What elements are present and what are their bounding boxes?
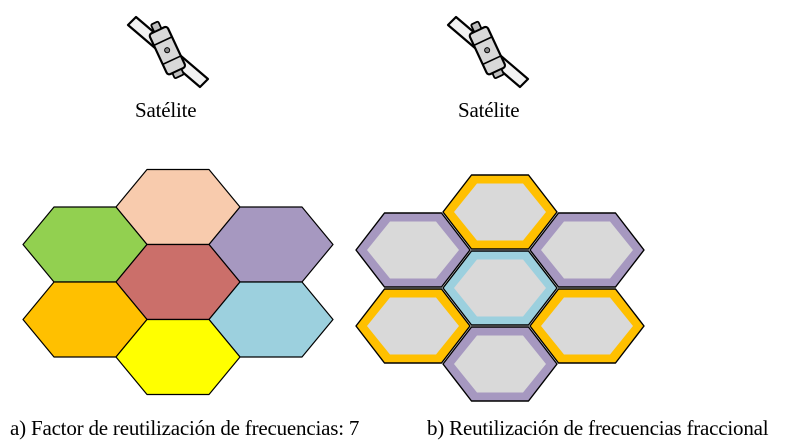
cell-center: [442, 250, 558, 326]
cell-top: [442, 174, 558, 250]
cell-inner: [367, 221, 459, 279]
satellite-label: Satélite: [135, 98, 197, 122]
fractional-reuse-cluster: [355, 174, 645, 402]
satellite-b: [446, 15, 530, 89]
cell-bottom: [115, 318, 241, 396]
cell-lower-left: [355, 288, 471, 364]
satellite-icon: [446, 15, 530, 89]
cell-inner: [454, 183, 546, 241]
cell-inner: [541, 297, 633, 355]
cell-inner: [367, 297, 459, 355]
satellite-icon: [126, 15, 210, 89]
cell-inner: [541, 221, 633, 279]
cell-lower-right: [529, 288, 645, 364]
satellite-a: [126, 15, 210, 89]
satellite-label: Satélite: [458, 98, 520, 122]
caption-b: b) Reutilización de frecuencias fraccion…: [427, 416, 769, 440]
cell-bottom: [442, 326, 558, 402]
cell-upper-left: [355, 212, 471, 288]
cell-inner: [454, 259, 546, 317]
caption-a: a) Factor de reutilización de frecuencia…: [10, 416, 360, 440]
cell-upper-right: [529, 212, 645, 288]
frequency-reuse-7-cluster: [22, 168, 334, 396]
cell-inner: [454, 335, 546, 393]
